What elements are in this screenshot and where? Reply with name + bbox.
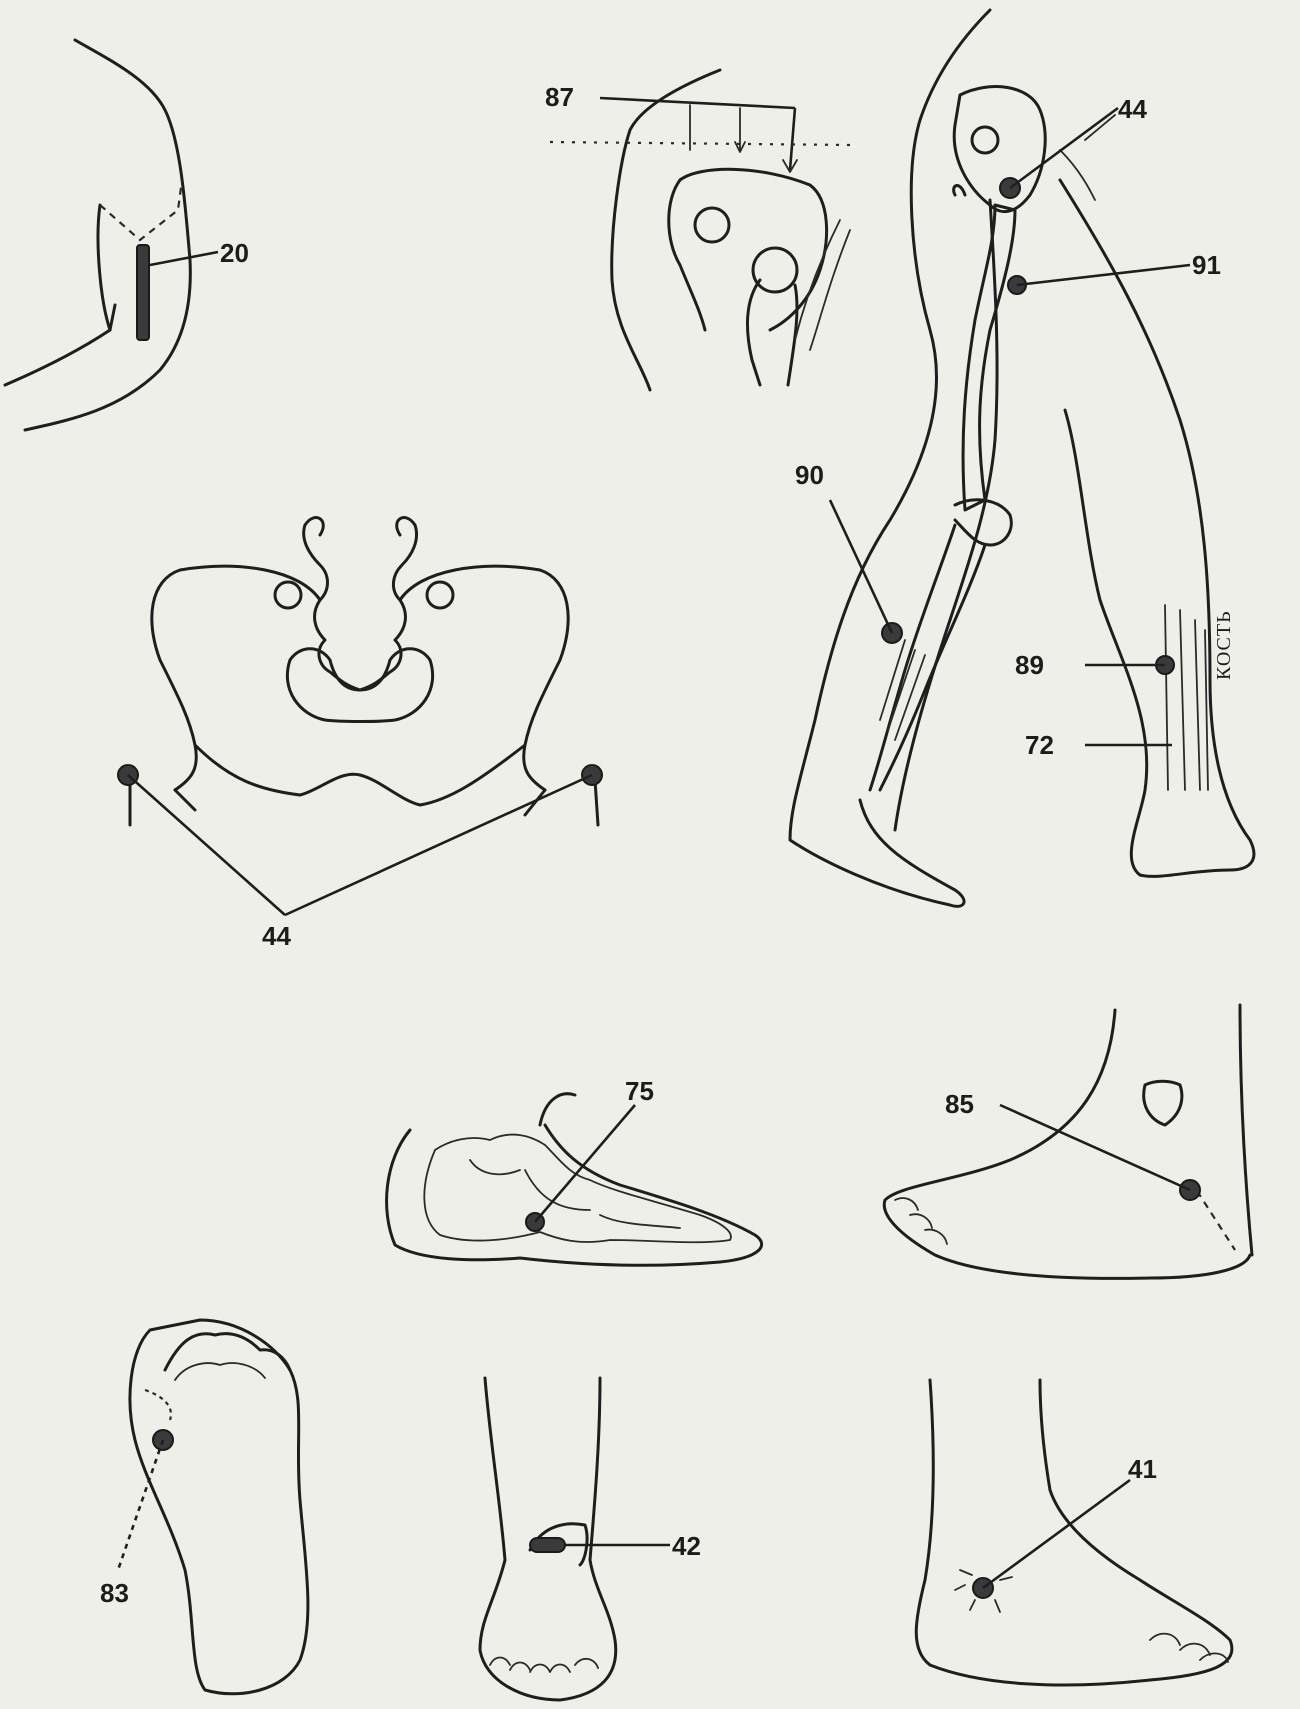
label-83: 83 xyxy=(100,1578,129,1608)
point-42-marker xyxy=(530,1538,565,1552)
point-20-marker xyxy=(137,245,149,340)
label-kost: КОСТЬ xyxy=(1213,610,1235,680)
label-90: 90 xyxy=(795,460,824,490)
label-91: 91 xyxy=(1192,250,1221,280)
label-44-hip: 44 xyxy=(1118,94,1147,124)
label-87: 87 xyxy=(545,82,574,112)
label-72: 72 xyxy=(1025,730,1054,760)
label-44-pelvis: 44 xyxy=(262,921,291,951)
label-75: 75 xyxy=(625,1076,654,1106)
label-85: 85 xyxy=(945,1089,974,1119)
label-41: 41 xyxy=(1128,1454,1157,1484)
label-89: 89 xyxy=(1015,650,1044,680)
label-20: 20 xyxy=(220,238,249,268)
label-42: 42 xyxy=(672,1531,701,1561)
